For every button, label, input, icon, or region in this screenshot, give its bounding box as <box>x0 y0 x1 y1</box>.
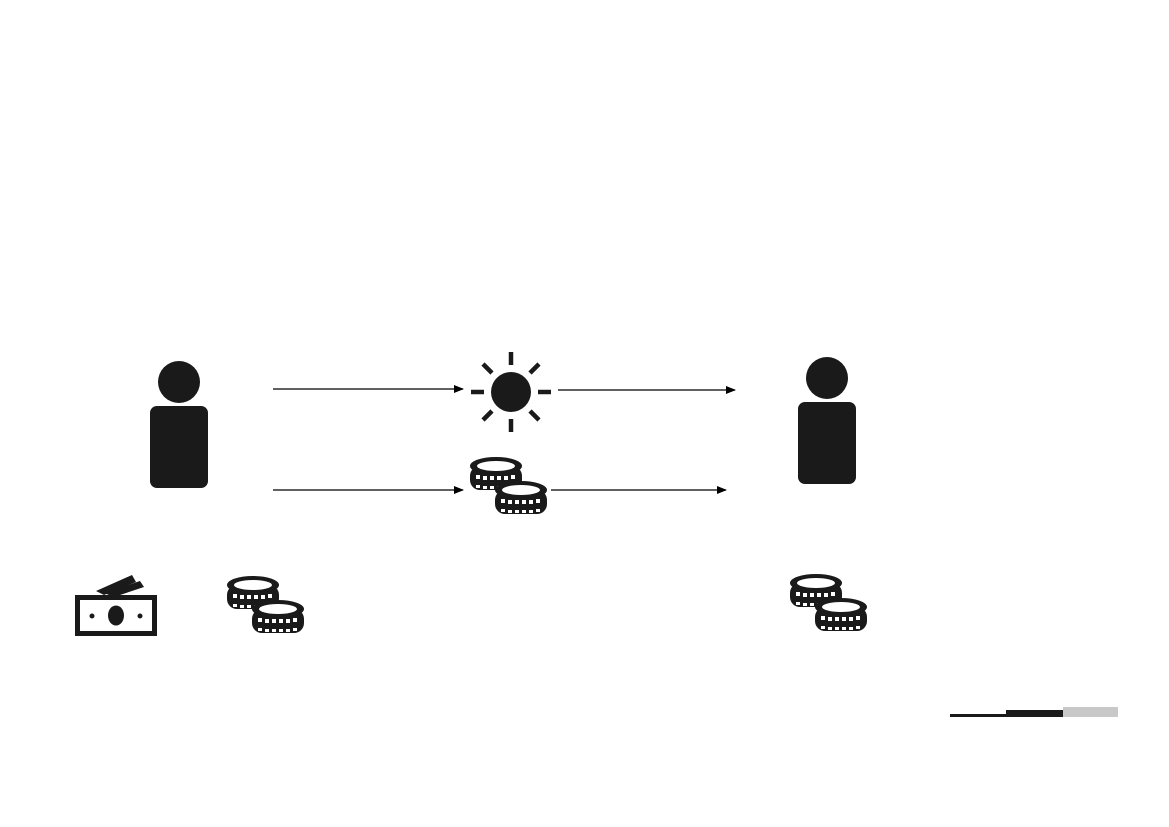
receiver-person-icon <box>798 357 856 484</box>
sender-person-icon <box>150 361 208 488</box>
payment-coins-icon <box>470 457 549 518</box>
sender-banknotes-icon <box>75 575 157 636</box>
sender-coins-icon <box>227 576 306 637</box>
receiver-coins-icon <box>790 574 869 635</box>
sun-icon <box>471 352 551 432</box>
scale-bar-icon <box>950 707 1118 717</box>
